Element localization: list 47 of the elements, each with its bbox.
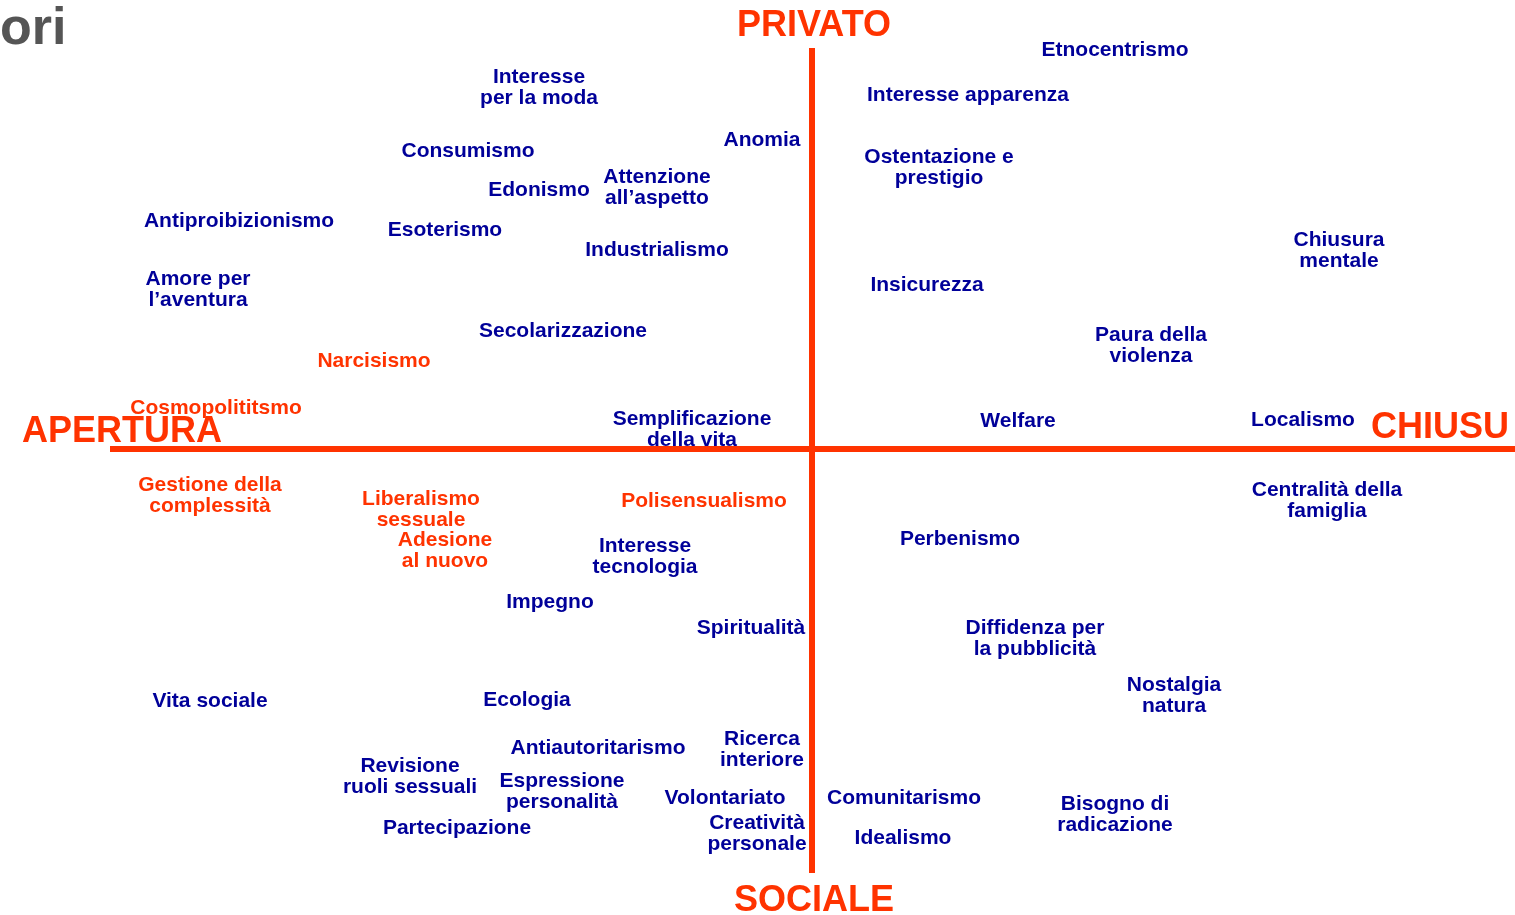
term-label: Ostentazione e prestigio [863,145,1015,187]
term-label: Esoterismo [387,217,503,239]
term-label: Ricerca interiore [719,727,805,769]
term-label: Antiautoritarismo [510,735,686,757]
term-label: Diffidenza per la pubblicità [964,616,1106,658]
term-label: Interesse per la moda [479,65,599,107]
term-label: Interesse tecnologia [591,534,699,576]
axis-label: SOCIALE [734,880,894,915]
term-label: Insicurezza [870,272,984,294]
term-label: Localismo [1251,407,1355,429]
term-label: Attenzione all’aspetto [602,165,712,207]
term-label: Comunitarismo [827,785,981,807]
term-label: Edonismo [488,177,590,199]
term-label: Antiproibizionismo [143,208,335,230]
term-label: Chiusura mentale [1292,228,1386,270]
title-fragment: ori [0,0,67,52]
term-label: Perbenismo [899,526,1021,548]
term-label: Espressione personalità [498,769,626,811]
term-label: Interesse apparenza [867,82,1069,104]
term-label: Partecipazione [382,815,532,837]
term-label: Welfare [980,408,1056,430]
term-label: Semplificazione della vita [611,407,773,449]
term-label: Vita sociale [152,688,268,710]
term-label: Polisensualismo [621,488,787,510]
axis-label: PRIVATO [737,5,891,43]
term-label: Consumismo [401,138,535,160]
term-label: Volontariato [664,785,786,807]
term-label: Industrialismo [585,237,729,259]
term-label: Adesione al nuovo [396,528,494,570]
term-label: Impegno [506,589,594,611]
term-label: Spiritualità [696,615,806,637]
term-label: Centralità della famiglia [1250,478,1404,520]
axis-label: CHIUSU [1371,407,1509,445]
term-label: Nostalgia natura [1125,673,1223,715]
term-label: Creatività personale [706,811,808,853]
term-label: Anomia [723,127,801,149]
term-label: Narcisismo [317,348,431,370]
term-label: Amore per l’aventura [144,267,252,309]
term-label: Bisogno di radicazione [1056,792,1174,834]
term-label: Secolarizzazione [478,318,648,340]
term-label: Paura della violenza [1093,323,1209,365]
term-label: Ecologia [483,687,571,709]
term-label: Gestione della complessità [137,473,283,515]
term-label: Liberalismo sessuale [361,487,481,529]
term-label: Etnocentrismo [1041,37,1189,59]
term-label: Revisione ruoli sessuali [341,754,479,796]
term-label: Idealismo [854,825,952,847]
